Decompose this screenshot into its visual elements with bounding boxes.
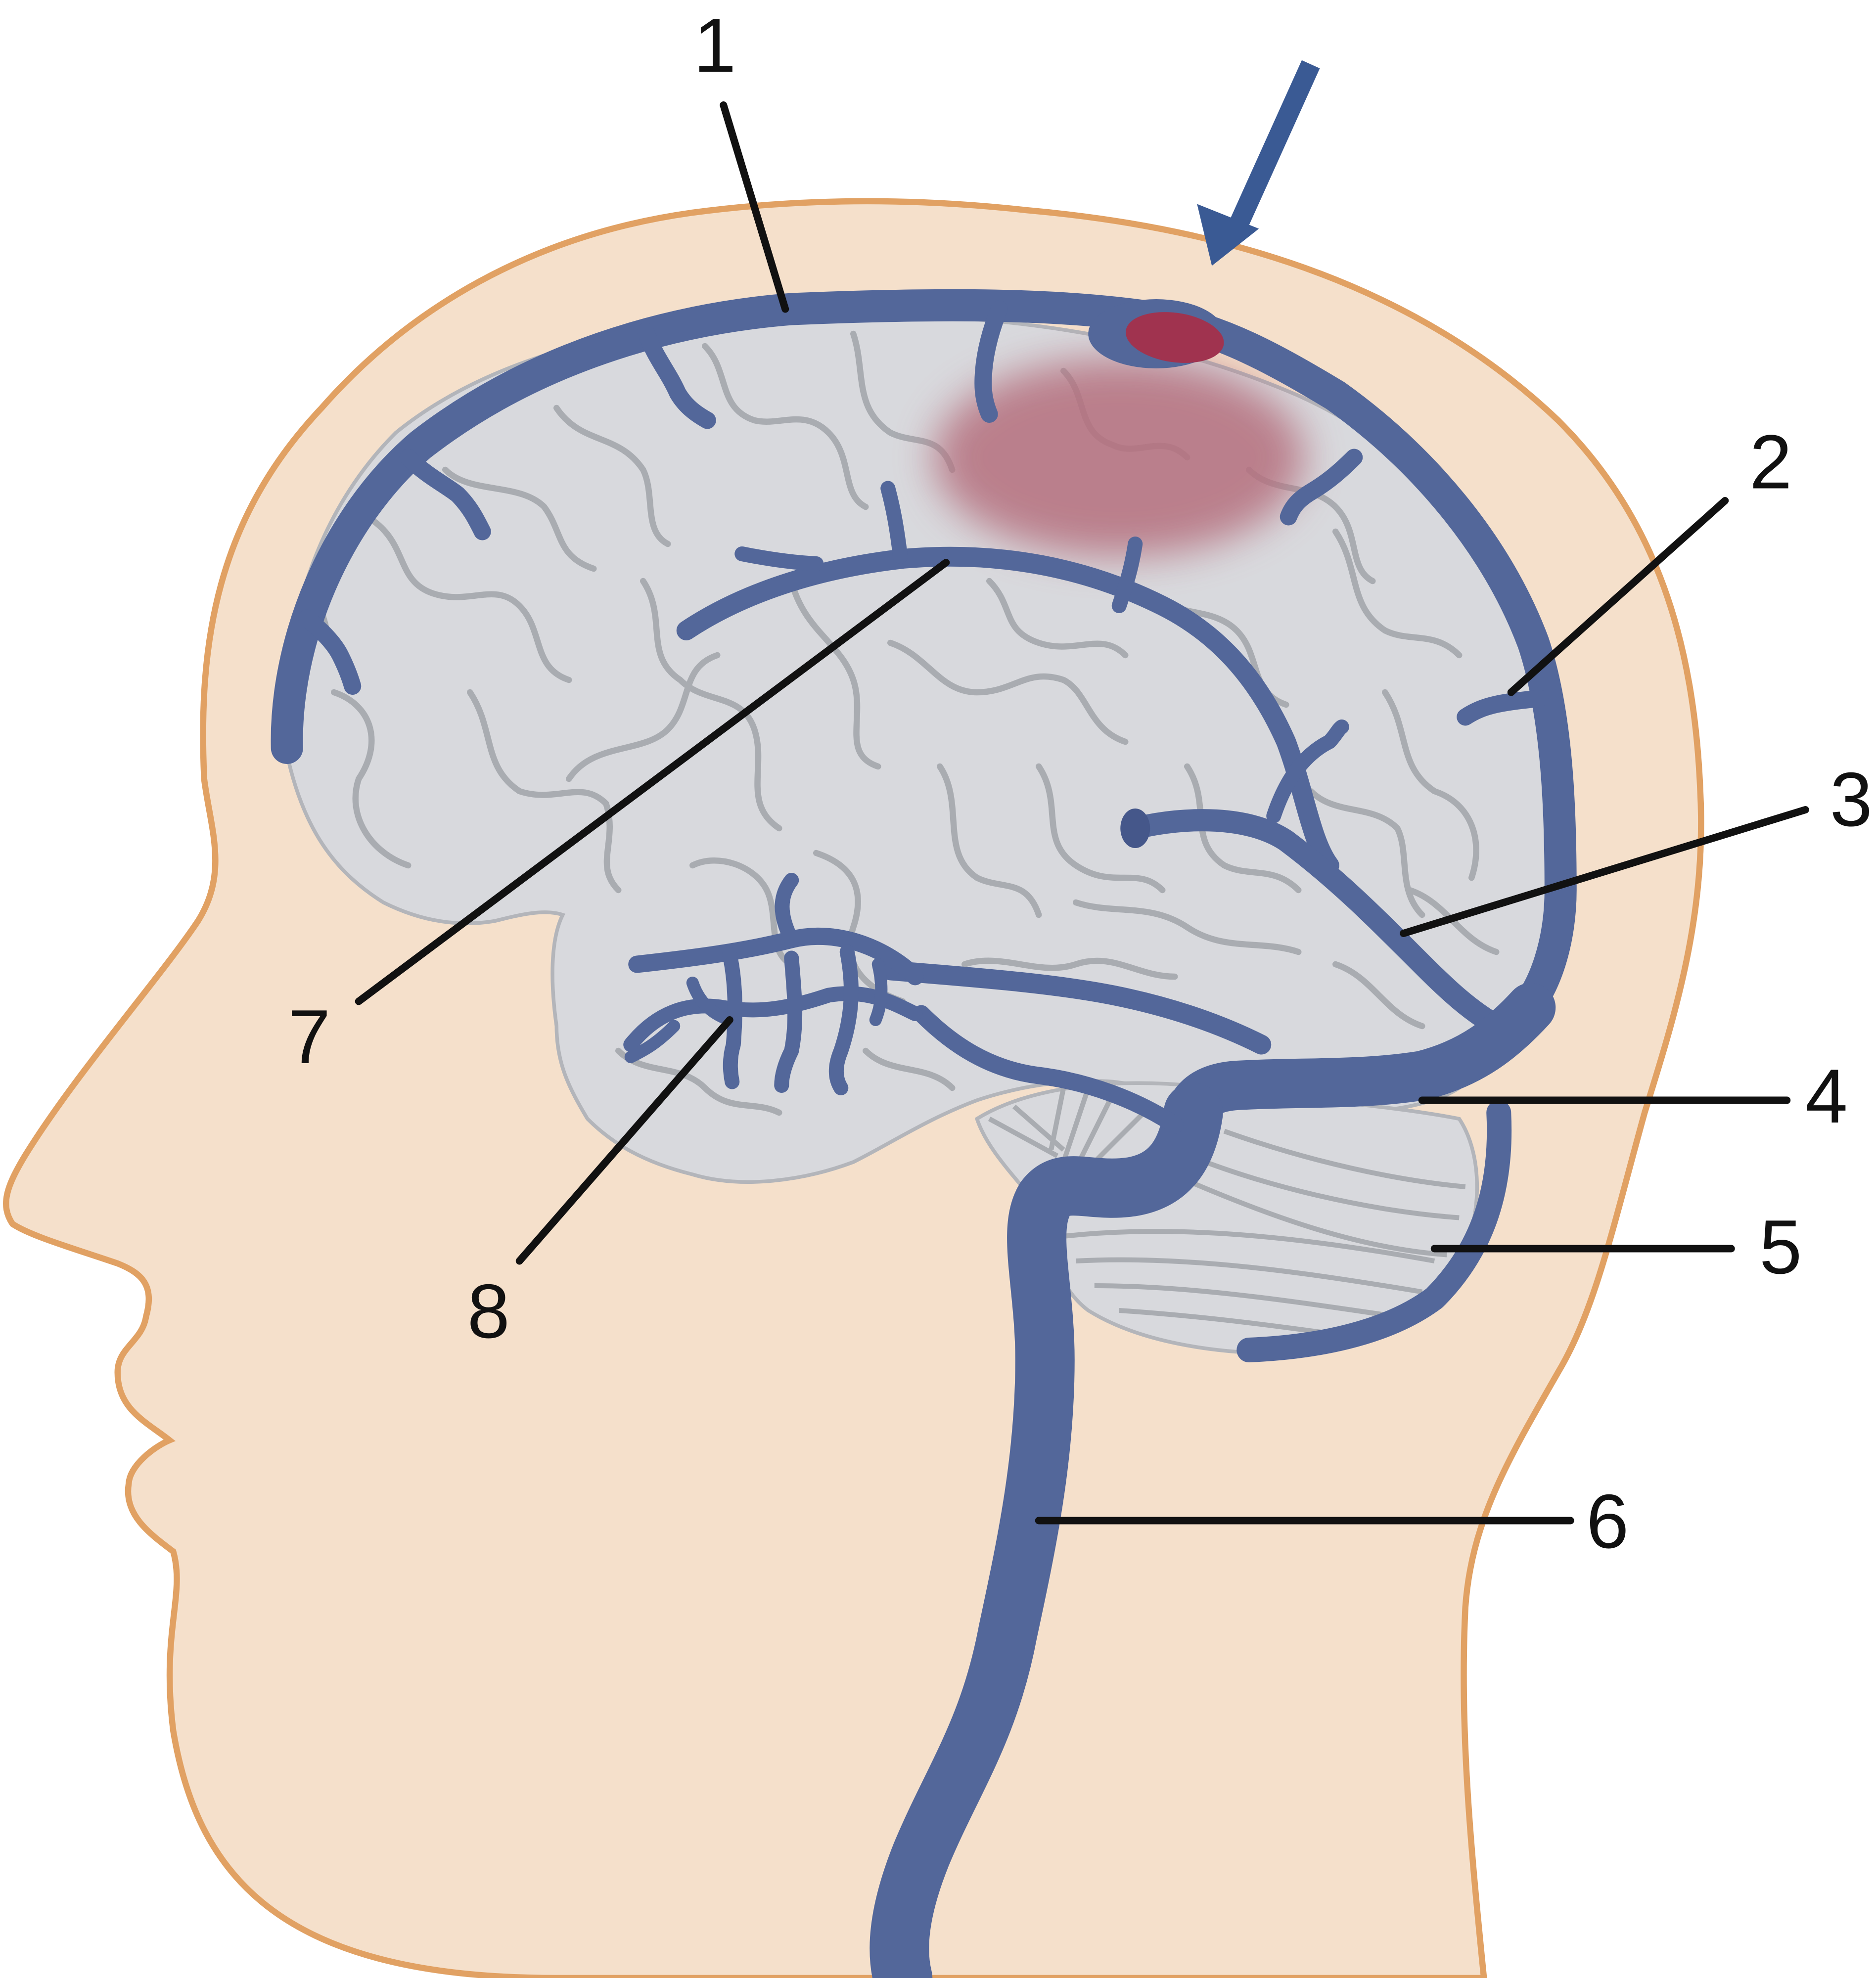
deep-vein-network	[828, 944, 859, 1095]
label-7: 7	[288, 994, 330, 1079]
number-labels: 1 2 3 4 5 6 7 8	[288, 2, 1873, 1564]
leader-line-3	[1400, 806, 1809, 937]
deep-vein-network	[623, 986, 923, 1052]
brain-gyri	[306, 330, 1500, 1116]
cortical-vein	[399, 449, 491, 540]
cortical-vein	[1266, 719, 1349, 823]
leader-lines	[355, 101, 1809, 1525]
label-8: 8	[467, 1268, 510, 1354]
label-6: 6	[1586, 1479, 1629, 1564]
cortical-vein	[974, 300, 1008, 423]
cortical-vein	[1111, 537, 1143, 613]
cortical-vein	[1280, 449, 1363, 526]
infarct-region	[933, 359, 1305, 556]
cortical-vein	[298, 609, 362, 695]
basal-vein	[880, 960, 1272, 1055]
leader-line-1	[720, 101, 789, 313]
deep-vein-network	[722, 947, 742, 1089]
inferior-anastomotic-vein	[1124, 809, 1520, 1043]
leader-line-8	[515, 1016, 733, 1265]
label-3: 3	[1830, 757, 1873, 842]
label-2: 2	[1749, 419, 1792, 505]
leader-line-7	[355, 559, 950, 1005]
occipital-sinus	[1236, 1100, 1512, 1362]
vein-cross-section	[1120, 809, 1150, 848]
down-left-arrow-icon	[1197, 60, 1320, 266]
internal-jugular-vein	[869, 1083, 1223, 1978]
leader-line-2	[1507, 497, 1729, 696]
thrombus	[1125, 312, 1224, 363]
cortical-vein	[637, 322, 716, 429]
label-4: 4	[1805, 1053, 1848, 1139]
deep-vein-network	[686, 977, 736, 1026]
cortical-vein	[1457, 690, 1549, 726]
deep-vein-network	[869, 958, 888, 1026]
cortical-vein	[880, 481, 908, 564]
label-1: 1	[693, 2, 736, 88]
deep-vein-network	[775, 873, 799, 947]
deep-vein-network	[774, 950, 803, 1093]
label-5: 5	[1759, 1204, 1802, 1290]
deep-vein-network	[624, 1020, 681, 1063]
deep-vein	[913, 1005, 1184, 1134]
cortical-vein	[734, 546, 824, 571]
cerebellum-folia	[988, 1087, 1466, 1340]
venous-system	[271, 289, 1577, 1978]
